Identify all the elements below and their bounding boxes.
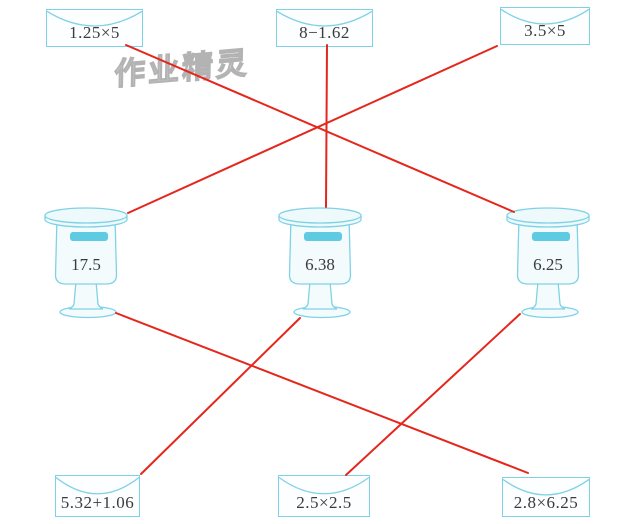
envelope-flap-icon [277,10,372,46]
envelope-bottom-middle[interactable]: 2.5×2.5 [278,475,370,517]
mailbox-left[interactable]: 17.5 [43,205,129,320]
expression-label: 5.32+1.06 [60,493,135,512]
envelope-flap-icon [47,10,142,46]
envelope-flap-icon [279,476,369,516]
mailbox-icon [506,207,590,319]
envelope-bottom-left[interactable]: 5.32+1.06 [55,475,140,517]
expression-label: 1.25×5 [69,23,120,42]
envelope-flap-icon [503,478,589,516]
watermark: 作业精灵 [113,44,251,93]
envelope-top-middle[interactable]: 8−1.62 [276,9,373,47]
envelope-top-right[interactable]: 3.5×5 [500,7,590,45]
match-line [345,313,521,476]
expression-label: 3.5×5 [524,21,566,40]
envelope-bottom-right[interactable]: 2.8×6.25 [502,477,590,517]
match-line [140,317,301,475]
expression-label: 2.5×2.5 [296,493,352,512]
envelope-top-left[interactable]: 1.25×5 [46,9,143,47]
expression-label: 2.8×6.25 [513,493,579,512]
match-line [127,45,498,214]
match-line [125,44,515,213]
match-line [115,312,529,474]
mailbox-right[interactable]: 6.25 [505,205,591,320]
expression-label: 8−1.62 [299,23,350,42]
mailbox-middle[interactable]: 6.38 [277,205,363,320]
mailbox-value: 17.5 [71,255,101,274]
mailbox-value: 6.38 [305,255,335,274]
mailbox-value: 6.25 [533,255,563,274]
match-line [325,44,328,208]
envelope-flap-icon [501,8,589,44]
envelope-flap-icon [56,476,139,516]
